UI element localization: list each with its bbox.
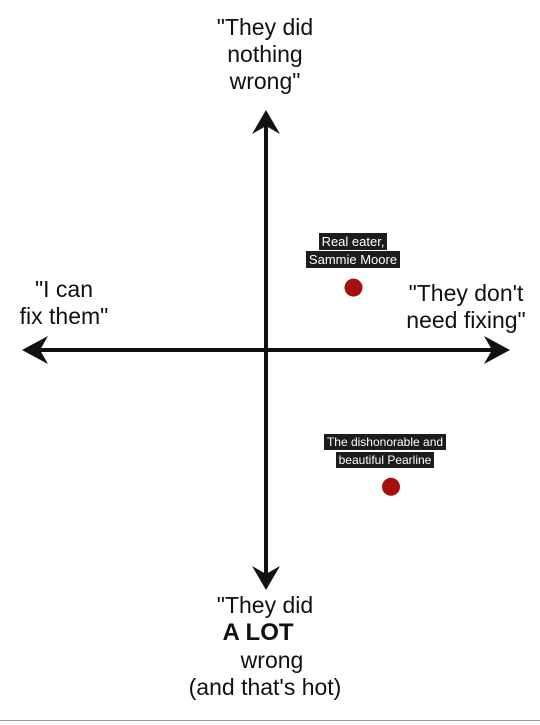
axis-label-right-line: need fixing" xyxy=(406,307,526,333)
point-tag: Real eater, Sammie Moore xyxy=(286,233,420,269)
point-marker xyxy=(344,278,363,297)
axis-label-right-line: "They don't xyxy=(408,280,524,306)
point-tag-line: Sammie Moore xyxy=(305,251,401,268)
axis-label-bottom: "They did A LOT wrong (and that's hot) xyxy=(160,592,370,701)
axis-label-bottom-row: wrong xyxy=(160,647,370,674)
vertical-axis xyxy=(252,110,280,590)
axis-label-left-line: "I can xyxy=(34,276,94,302)
axis-label-top-line: wrong" xyxy=(229,68,301,94)
axis-label-bottom-line: (and that's hot) xyxy=(188,674,342,700)
axis-label-bottom-line: wrong xyxy=(240,647,304,673)
axis-label-bottom-emphasis: A LOT xyxy=(222,619,294,646)
left-arrowhead xyxy=(22,336,48,364)
point-tag-line: The dishonorable and xyxy=(323,434,447,450)
axis-label-top-line: nothing xyxy=(227,41,303,67)
right-arrowhead xyxy=(484,336,510,364)
points-layer xyxy=(344,278,400,496)
up-arrowhead xyxy=(252,110,280,134)
axis-label-bottom-line: "They did xyxy=(216,592,314,618)
point-marker xyxy=(382,477,400,496)
axis-label-right: "They don't need fixing" xyxy=(392,280,540,334)
axis-label-bottom-emphasis-row: A LOT xyxy=(160,619,370,647)
point-tag-line: beautiful Pearline xyxy=(335,452,435,468)
axis-label-left-line: fix them" xyxy=(19,303,109,329)
down-arrowhead xyxy=(252,566,280,590)
point-tag: The dishonorable and beautiful Pearline xyxy=(312,433,458,469)
axis-label-top-line: "They did xyxy=(216,14,314,40)
axis-label-left: "I can fix them" xyxy=(0,276,128,330)
point-tag-line: Real eater, xyxy=(318,233,388,250)
bottom-divider xyxy=(0,720,540,721)
axis-label-top: "They did nothing wrong" xyxy=(190,14,340,95)
